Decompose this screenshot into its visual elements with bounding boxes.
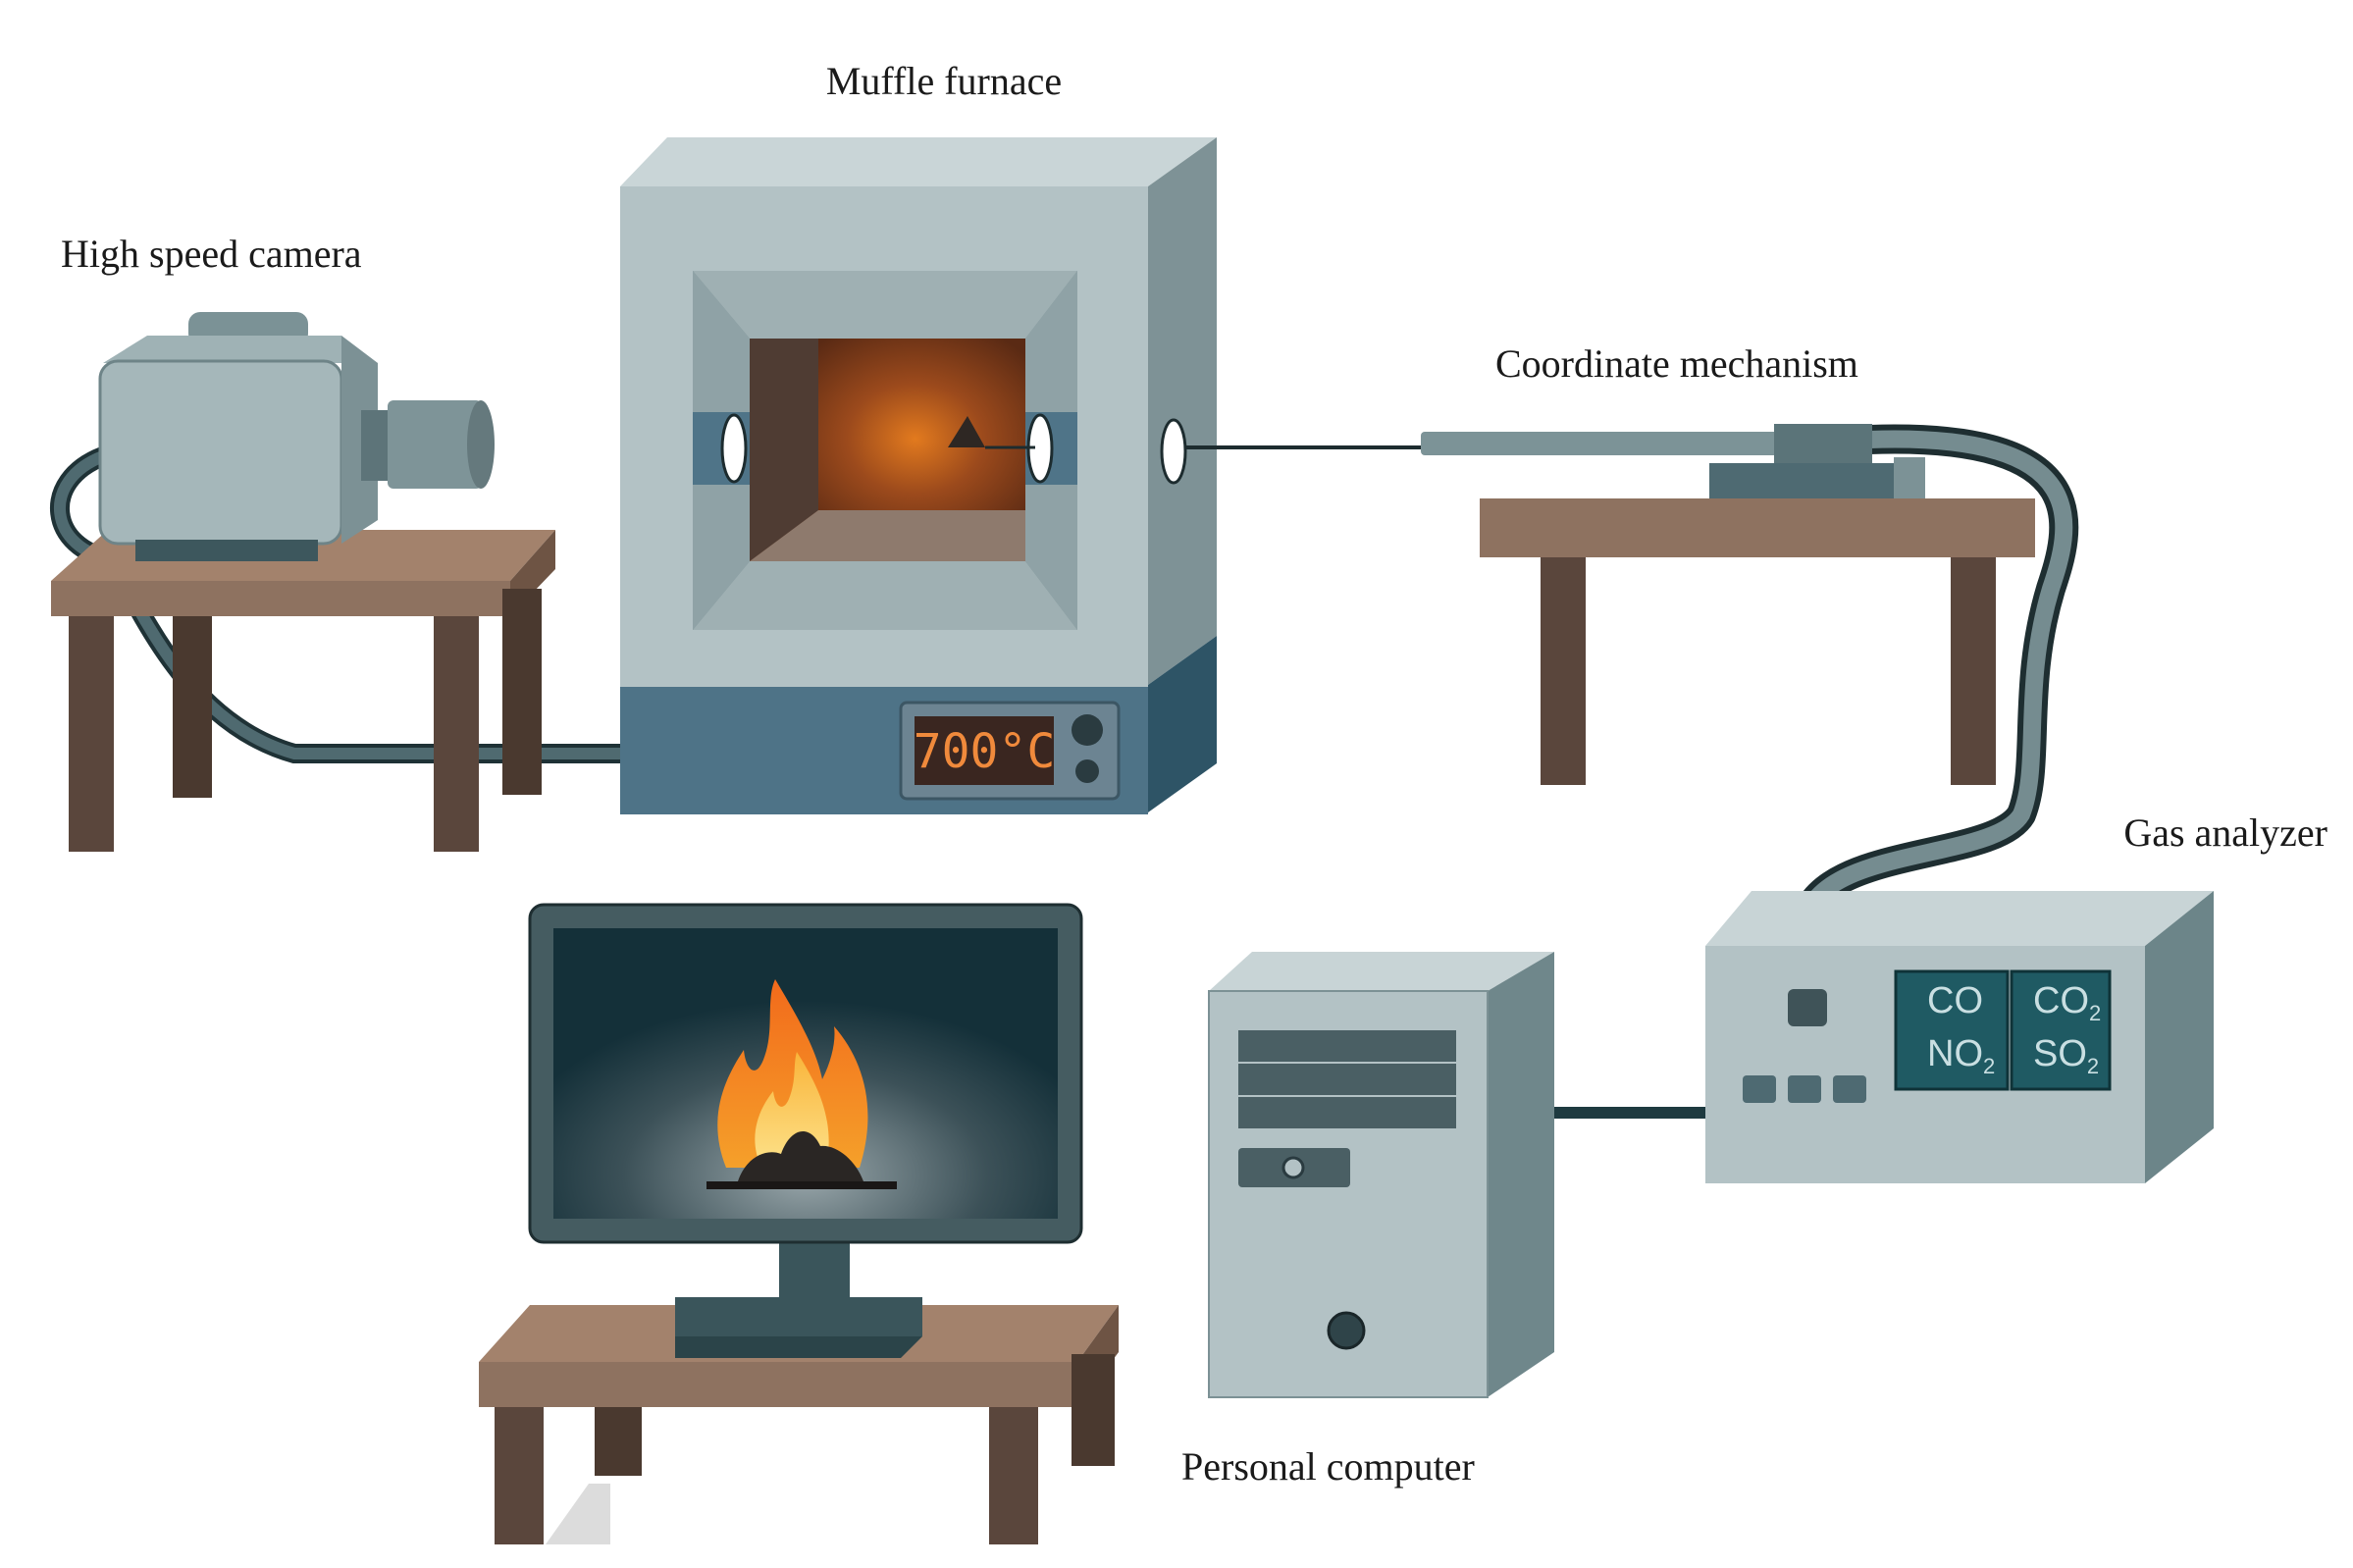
burner-plate bbox=[706, 1181, 897, 1189]
high-speed-camera bbox=[98, 312, 495, 561]
drive-bay-3 bbox=[1238, 1097, 1456, 1128]
drive-bay-2 bbox=[1238, 1064, 1456, 1095]
muffle-furnace: 700°C bbox=[620, 137, 1217, 814]
camera-table bbox=[51, 530, 555, 852]
gas-label-co2: CO2 bbox=[2033, 980, 2101, 1025]
label-personal-computer: Personal computer bbox=[1181, 1444, 1475, 1489]
gas-label-co: CO bbox=[1927, 980, 1983, 1021]
coordinate-table bbox=[1480, 498, 2035, 785]
label-gas-analyzer: Gas analyzer bbox=[2123, 810, 2327, 855]
monitor-table bbox=[479, 1305, 1119, 1544]
furnace-knob-bottom bbox=[1075, 759, 1099, 783]
label-muffle-furnace: Muffle furnace bbox=[826, 59, 1062, 103]
gas-label-so2: SO2 bbox=[2033, 1033, 2099, 1078]
hose-connector bbox=[1788, 989, 1827, 1026]
label-coordinate-mechanism: Coordinate mechanism bbox=[1495, 341, 1858, 386]
furnace-knob-top bbox=[1072, 714, 1103, 746]
gas-analyzer: CO CO2 NO2 SO2 bbox=[1705, 891, 2214, 1183]
personal-computer bbox=[1208, 952, 1554, 1398]
label-high-speed-camera: High speed camera bbox=[61, 232, 362, 276]
gas-sampling-hose bbox=[1789, 424, 2079, 1006]
drive-bay-1 bbox=[1238, 1030, 1456, 1062]
fuel-sample bbox=[948, 416, 985, 447]
monitor bbox=[528, 903, 1083, 1358]
gas-panel-right bbox=[2010, 969, 2112, 1091]
temperature-display bbox=[915, 716, 1054, 785]
analyzer-button-1 bbox=[1743, 1075, 1776, 1103]
temperature-readout: 700°C bbox=[914, 724, 1056, 779]
gas-label-no2: NO2 bbox=[1927, 1033, 1995, 1078]
fuel-pile bbox=[738, 1131, 863, 1181]
gas-panel-left bbox=[1894, 969, 2010, 1091]
power-button bbox=[1327, 1311, 1366, 1350]
coordinate-mechanism bbox=[1421, 424, 1925, 498]
analyzer-button-2 bbox=[1788, 1075, 1821, 1103]
analyzer-button-3 bbox=[1833, 1075, 1866, 1103]
